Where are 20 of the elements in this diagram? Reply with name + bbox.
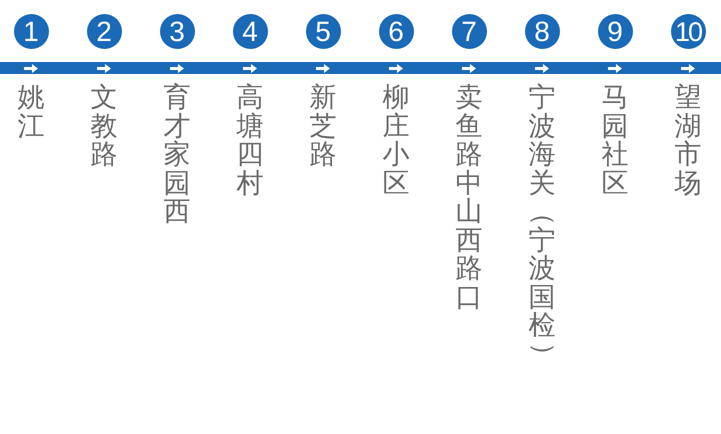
stop-name: 卖鱼路中山西路口 [455,84,483,312]
stop-name: 柳庄小区 [382,84,410,198]
stop-name: 育才家园西 [163,84,191,226]
stop-circle: 3 [160,14,194,48]
stop-circle: 9 [598,14,632,48]
stop-name: 高塘四村 [236,84,264,198]
stop-circle: 1 [14,14,48,48]
stop-circle: 2 [86,14,122,48]
stop-circle: 10 [670,14,706,48]
stop-circle: 7 [452,14,486,48]
stop-name: 姚江 [17,84,45,141]
stop-name: 宁波海关（宁波国检） [528,84,556,369]
stop-name: 新芝路 [309,84,337,170]
stop-name: 文教路 [90,84,118,170]
stop-circle: 5 [306,14,340,48]
stop-name: 马园社区 [601,84,629,198]
stop-circle: 8 [524,14,560,48]
stop-circle: 6 [378,14,414,48]
stop-circle: 4 [232,14,268,48]
stop-name: 望湖市场 [674,84,702,198]
